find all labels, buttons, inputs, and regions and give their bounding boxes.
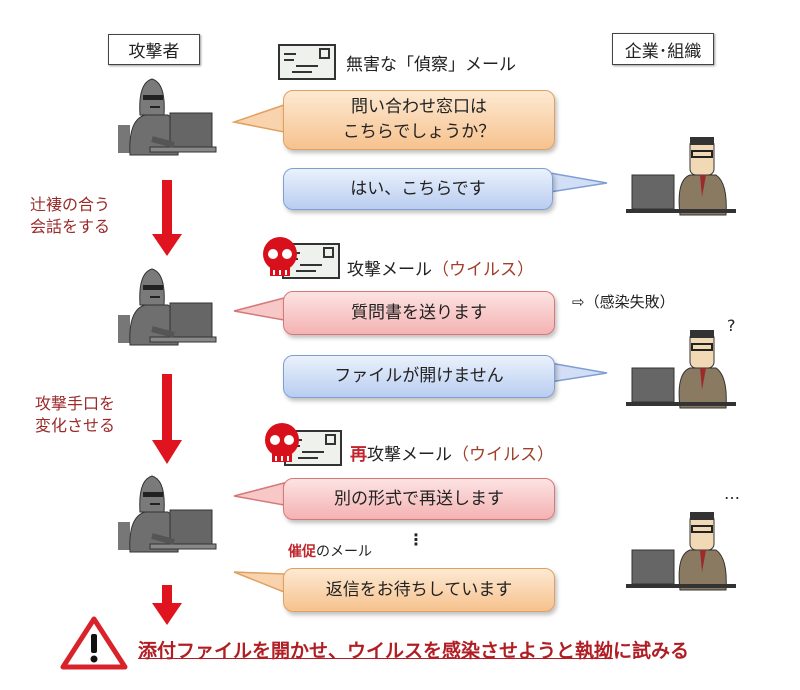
- speech-bubble-resend: 別の形式で再送します: [283, 478, 555, 520]
- mail-text: 攻撃メール: [367, 445, 452, 465]
- skull-icon: [264, 422, 300, 463]
- warning-icon: [60, 616, 128, 670]
- conclusion-underlined: 添付ファイルを開かせ、ウイルスを感染させようと執拗: [138, 640, 614, 662]
- bubble-text: 質問書を送ります: [351, 302, 487, 323]
- down-arrow-head: [152, 603, 182, 625]
- down-arrow-icon: [162, 180, 172, 236]
- attacker-figure-icon: [110, 75, 220, 157]
- ellipsis-note: …: [724, 484, 740, 503]
- down-arrow-icon: [162, 374, 172, 442]
- speech-bubble-questionnaire: 質問書を送ります: [283, 291, 555, 335]
- bubble-tail: [549, 172, 608, 193]
- vertical-dots: ⋮: [408, 530, 424, 549]
- virus-text: （ウイルス）: [452, 445, 554, 465]
- down-arrow-head: [152, 440, 182, 464]
- step-label-change-tactics: 攻撃手口を 変化させる: [35, 393, 115, 438]
- speech-bubble-cannot-open: ファイルが開けません: [283, 355, 555, 398]
- virus-text: （ウイルス）: [432, 260, 534, 280]
- bubble-text: はい、こちらです: [350, 178, 486, 199]
- attacker-label: 攻撃者: [108, 34, 200, 65]
- attack-mail-label: 攻撃メール（ウイルス）: [347, 255, 534, 280]
- skull-icon: [262, 236, 298, 277]
- down-arrow-head: [152, 234, 182, 256]
- recon-mail-label: 無害な「偵察」メール: [346, 55, 516, 75]
- speech-bubble-reply: はい、こちらです: [283, 168, 553, 210]
- infection-failed-note: ⇨（感染失敗）: [572, 293, 675, 311]
- reminder-bold: 催促: [288, 544, 316, 560]
- employee-figure-icon: [625, 329, 737, 409]
- reminder-text: のメール: [316, 544, 372, 560]
- down-arrow-icon: [162, 585, 172, 605]
- speech-bubble-inquiry: 問い合わせ窓口は こちらでしょうか？: [283, 90, 555, 150]
- envelope-icon: [278, 44, 336, 80]
- employee-figure-icon: [625, 136, 737, 216]
- conclusion-text: 添付ファイルを開かせ、ウイルスを感染させようと執拗に試みる: [138, 636, 689, 663]
- step-text: 辻褄の合う: [30, 195, 111, 214]
- conclusion-rest: に試みる: [613, 640, 690, 662]
- attacker-figure-icon: [110, 265, 220, 347]
- bubble-text: 返信をお待ちしています: [325, 579, 513, 600]
- employee-figure-icon: [625, 511, 737, 591]
- mail-text: 攻撃メール: [347, 260, 432, 280]
- attacker-figure-icon: [110, 472, 220, 554]
- organization-label: 企業･組織: [612, 33, 714, 65]
- bubble-text: 問い合わせ窓口は: [351, 97, 487, 118]
- re-text: 再: [350, 445, 367, 465]
- bubble-text: ファイルが開けません: [334, 366, 504, 387]
- bubble-text: 別の形式で再送します: [334, 488, 504, 509]
- step-text: 変化させる: [35, 416, 116, 436]
- reminder-mail-label: 催促のメール: [288, 541, 372, 561]
- step-label-consistent-conversation: 辻褄の合う 会話をする: [30, 194, 110, 239]
- question-mark: ?: [727, 316, 736, 335]
- speech-bubble-awaiting-reply: 返信をお待ちしています: [283, 568, 555, 612]
- bubble-text: こちらでしょうか？: [342, 122, 496, 142]
- step-text: 会話をする: [30, 217, 111, 237]
- step-text: 攻撃手口を: [35, 394, 116, 413]
- reattack-mail-label: 再攻撃メール（ウイルス）: [350, 440, 554, 465]
